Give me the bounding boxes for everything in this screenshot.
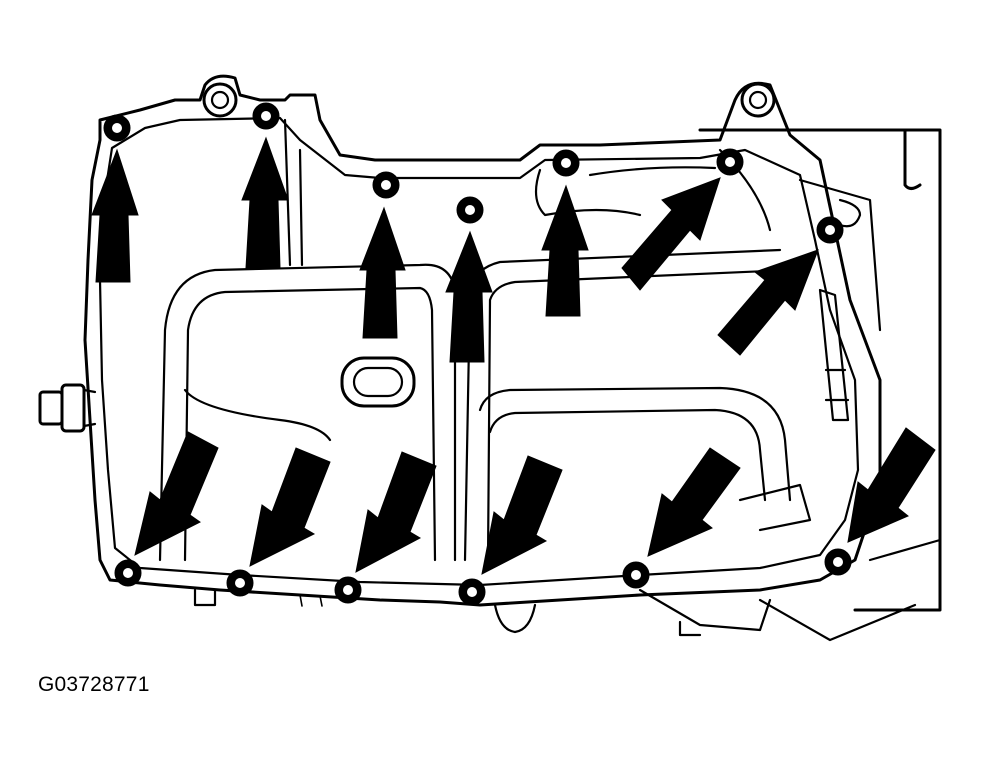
arrow — [249, 447, 331, 567]
arrow — [359, 206, 406, 339]
pan-ribs — [158, 118, 882, 562]
bottom-fittings — [193, 588, 537, 634]
arrow — [445, 230, 493, 363]
bolt — [372, 171, 400, 199]
bolt — [622, 561, 650, 589]
drain-plug — [38, 383, 97, 433]
arrow — [541, 184, 589, 317]
engine-block-outline — [638, 128, 942, 642]
bolt — [716, 148, 744, 176]
figure-code: G03728771 — [38, 673, 150, 696]
arrow — [355, 451, 437, 573]
bolt — [456, 196, 484, 224]
center-oval-opening — [340, 356, 416, 408]
bolt — [334, 576, 362, 604]
bolt — [824, 548, 852, 576]
bolt — [252, 102, 280, 130]
bolt — [816, 216, 844, 244]
arrow — [134, 431, 219, 556]
bolt — [458, 578, 486, 606]
mounting-boss-right — [740, 82, 776, 118]
arrow — [621, 177, 721, 291]
arrow — [481, 455, 563, 575]
arrow — [241, 136, 289, 269]
arrow — [647, 447, 741, 557]
bolt — [552, 149, 580, 177]
bolt — [103, 114, 131, 142]
mounting-boss-left — [202, 82, 238, 118]
arrow — [91, 148, 139, 283]
bolt — [114, 559, 142, 587]
arrow — [847, 427, 936, 543]
arrow — [717, 249, 819, 356]
arrows — [91, 136, 936, 575]
bolts — [103, 102, 852, 606]
oil-pan-outline — [83, 74, 882, 607]
bolt — [226, 569, 254, 597]
